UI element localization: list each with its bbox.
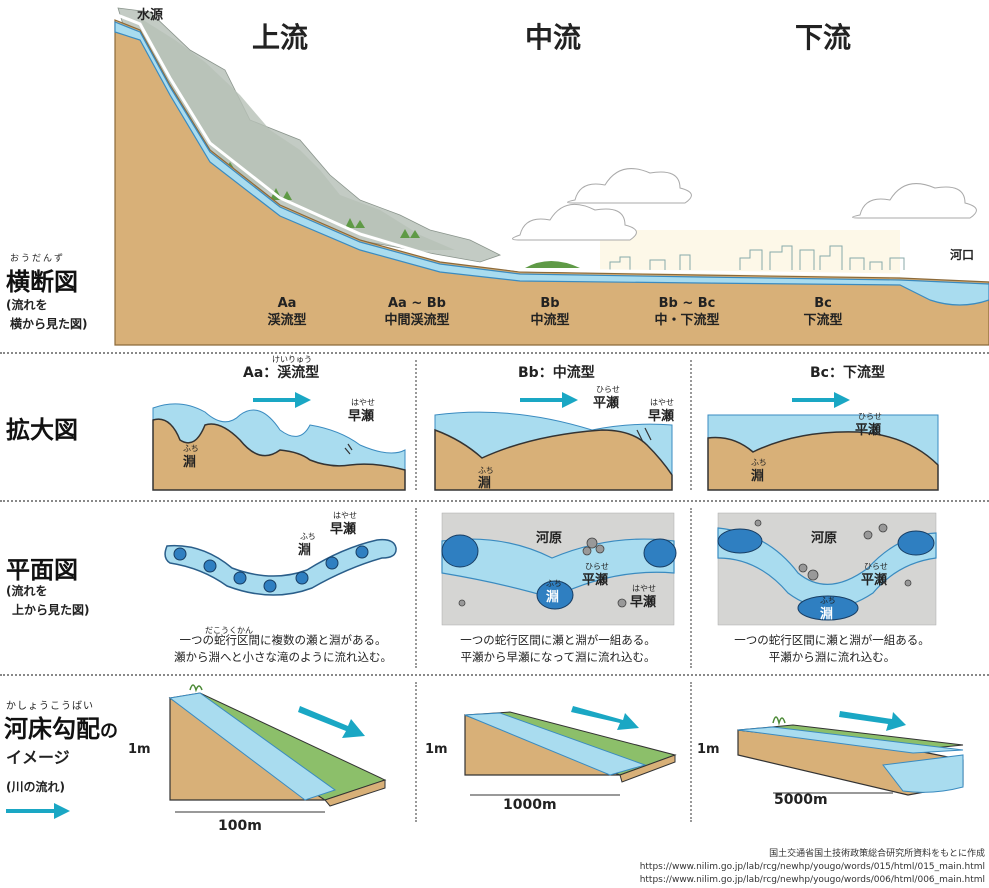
plan-b-flat-ruby: ひらせ [585, 562, 609, 571]
flow-arrow-icon [253, 392, 311, 408]
gradient-a-length: 100m [218, 818, 262, 834]
flow-arrow-icon [6, 803, 70, 819]
plan-c-riverbed: 河原 [811, 531, 838, 546]
panel-a-title: Aa：渓流型 [243, 365, 320, 381]
divider [690, 508, 692, 668]
source-link-2[interactable]: https://www.nilim.go.jp/lab/rcg/newhp/yo… [639, 875, 985, 885]
divider [0, 674, 989, 676]
divider [415, 682, 417, 822]
upstream-heading: 上流 [252, 21, 309, 54]
panel-b-rapid-ruby: はやせ [650, 398, 674, 407]
enlarged-title: 拡大図 [6, 416, 78, 444]
panel-b-title: Bb：中流型 [518, 365, 595, 381]
cloud-icon [512, 203, 637, 241]
gradient-title2: イメージ [6, 748, 70, 767]
downstream-heading: 下流 [795, 21, 852, 54]
midstream-heading: 中流 [525, 21, 582, 54]
flow-arrow-icon [839, 711, 906, 731]
plan-a-pool-ruby: ふち [300, 532, 316, 541]
panel-a-rapid: 早瀬 [348, 409, 375, 424]
divider [690, 682, 692, 822]
plan-a-cap-ruby: だこうくかん [205, 626, 253, 635]
plan-a-caption: 一つの蛇行区間に複数の瀬と淵がある。瀬から淵へと小さな滝のように流れ込む。 [174, 633, 392, 664]
gradient-a-height: 1m [128, 742, 151, 757]
plan-b-flat: 平瀬 [582, 573, 609, 588]
cloud-icon [852, 183, 977, 219]
panel-b-pool-ruby: ふち [478, 466, 494, 475]
panel-a-ruby: けいりゅう [272, 355, 312, 364]
divider [690, 360, 692, 490]
panel-b-pool: 淵 [478, 476, 492, 491]
panel-c-pool: 淵 [751, 469, 765, 484]
flow-arrow-icon [571, 706, 639, 730]
panel-b-section [434, 411, 673, 491]
plan-b-rapid-ruby: はやせ [632, 584, 656, 593]
plan-a-rapid: 早瀬 [330, 522, 357, 537]
gradient-b-length: 1000m [503, 797, 557, 813]
gradient-legend: (川の流れ) [6, 780, 65, 794]
gradient-title: 河床勾配の [4, 715, 118, 743]
panel-a-rapid-ruby: はやせ [351, 398, 375, 407]
panel-c-flat: 平瀬 [855, 423, 882, 438]
cloud-icon [567, 168, 692, 204]
flow-arrow-icon [298, 706, 365, 738]
source-credit: 国土交通省国土技術政策総合研究所資料をもとに作成 https://www.nil… [639, 849, 985, 885]
divider [0, 500, 989, 502]
panel-c-title: Bc：下流型 [810, 365, 885, 381]
gradient-c-block [737, 716, 964, 796]
plan-title: 平面図 [6, 556, 78, 584]
plan-a-pool: 淵 [298, 543, 312, 558]
gradient-a-block [168, 684, 387, 813]
plan-b-rapid: 早瀬 [630, 595, 657, 610]
source-link-1[interactable]: https://www.nilim.go.jp/lab/rcg/newhp/yo… [639, 862, 985, 872]
flow-arrow-icon [792, 392, 850, 408]
plan-c-pool-ruby: ふち [820, 596, 836, 605]
plan-c-flat: 平瀬 [861, 573, 888, 588]
plan-b-illustration [441, 512, 677, 626]
source-label: 水源 [137, 8, 164, 23]
gradient-b-height: 1m [425, 742, 448, 757]
city-skyline [609, 245, 905, 270]
cross-section-sub2: 横から見た図) [10, 317, 88, 331]
panel-b-rapid: 早瀬 [648, 409, 675, 424]
panel-a-pool: 淵 [183, 455, 197, 470]
flow-arrow-icon [520, 392, 578, 408]
panel-b-flat-ruby: ひらせ [596, 385, 620, 394]
cross-section-illustration [114, 0, 989, 346]
plan-sub1: (流れを [6, 584, 48, 598]
gradient-ruby: かしょうこうばい [6, 701, 94, 712]
plan-a-rapid-ruby: はやせ [333, 511, 357, 520]
plan-c-flat-ruby: ひらせ [864, 562, 888, 571]
plan-b-pool-ruby: ふち [546, 579, 562, 588]
gradient-b-block [464, 711, 677, 796]
gradient-c-height: 1m [697, 742, 720, 757]
plan-c-caption: 一つの蛇行区間に瀬と淵が一組ある。平瀬から淵に流れ込む。 [734, 633, 930, 664]
plan-b-riverbed: 河原 [536, 531, 563, 546]
panel-c-section [707, 414, 939, 491]
cross-section-ruby: おうだんず [10, 254, 66, 264]
plan-b-caption: 一つの蛇行区間に瀬と淵が一組ある。平瀬から早瀬になって淵に流れ込む。 [460, 633, 656, 664]
divider [415, 508, 417, 668]
panel-a-section [152, 403, 406, 491]
mouth-label: 河口 [950, 248, 975, 262]
plan-c-illustration [717, 512, 937, 626]
plan-a-illustration [164, 538, 397, 596]
plan-c-pool: 淵 [820, 607, 834, 622]
cross-section-title: 横断図 [6, 268, 78, 296]
panel-c-pool-ruby: ふち [751, 458, 767, 467]
divider [415, 360, 417, 490]
panel-b-flat: 平瀬 [593, 396, 620, 411]
panel-c-flat-ruby: ひらせ [858, 412, 882, 421]
panel-a-pool-ruby: ふち [183, 444, 199, 453]
cross-section-sub1: (流れを [6, 298, 48, 312]
divider [0, 352, 989, 354]
gradient-c-length: 5000m [774, 792, 828, 808]
plan-sub2: 上から見た図) [12, 603, 90, 617]
plan-b-pool: 淵 [546, 590, 560, 605]
